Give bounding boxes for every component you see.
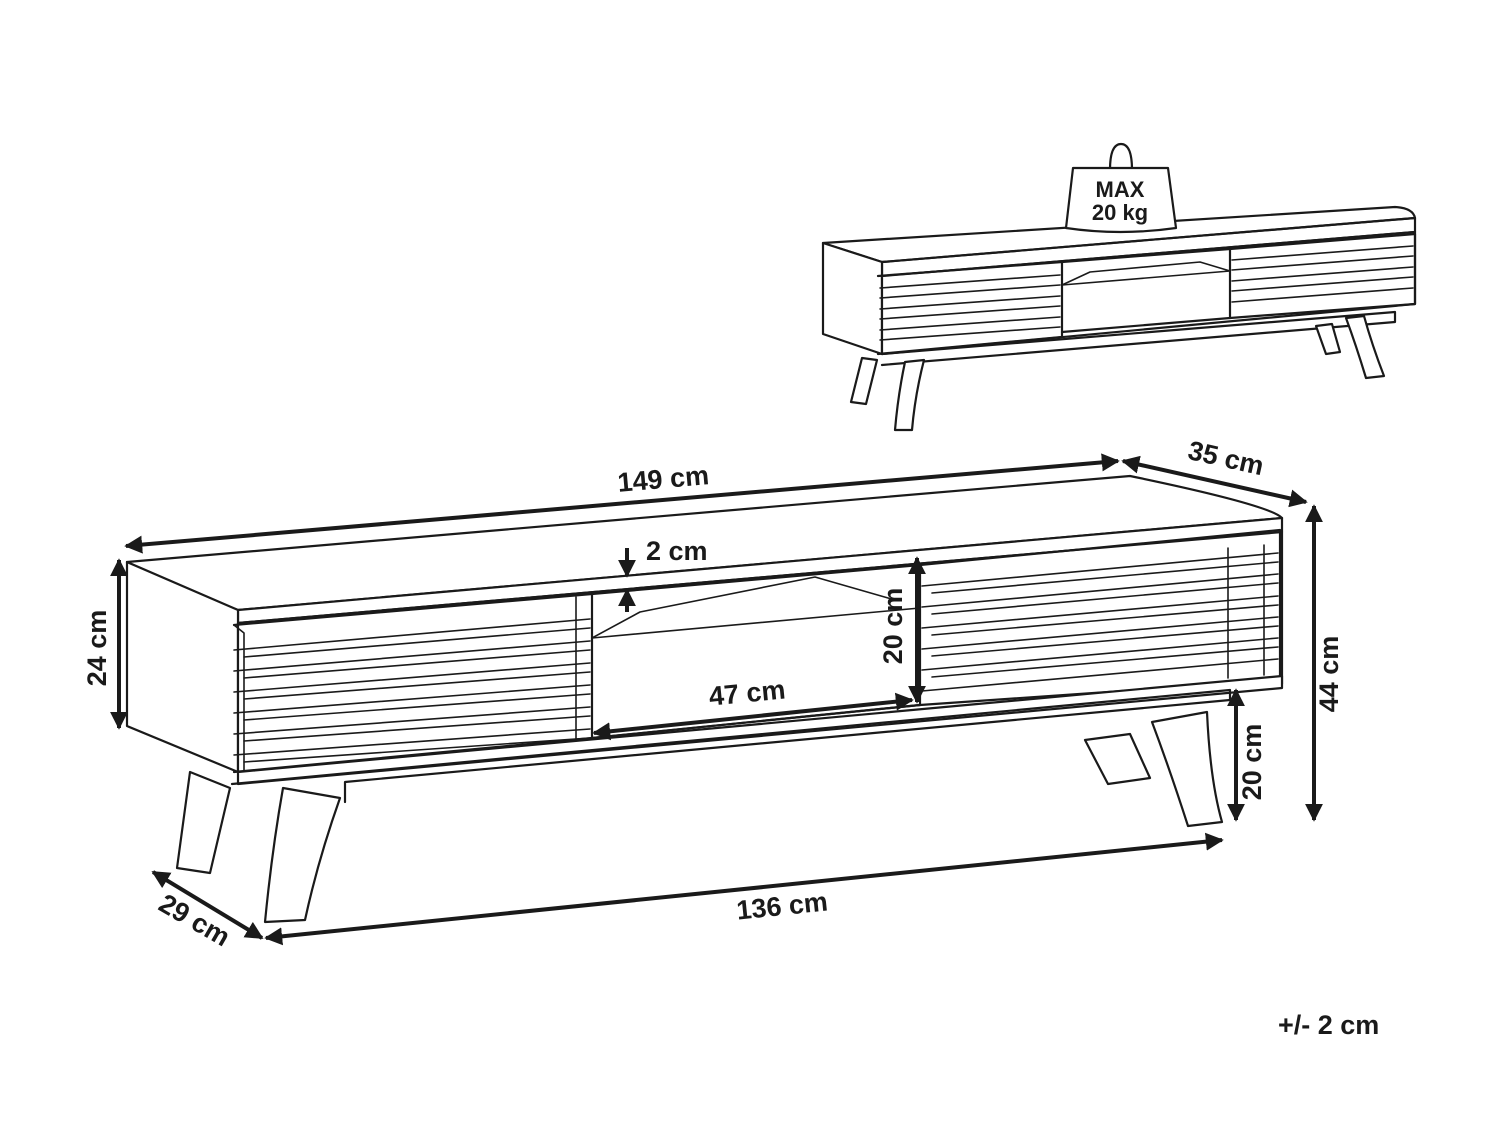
total-height-label: 44 cm: [1314, 636, 1344, 713]
tolerance-note: +/- 2 cm: [1278, 1010, 1380, 1040]
width-label: 149 cm: [616, 460, 710, 498]
left-slatted-door: [232, 592, 594, 774]
leg-height-label: 20 cm: [1237, 724, 1267, 801]
compartment-width-label: 47 cm: [708, 674, 787, 711]
thumb-left-door: [876, 260, 1064, 356]
thumb-right-door: [1228, 232, 1417, 320]
depth-label: 35 cm: [1185, 435, 1266, 481]
max-weight-label: MAX: [1096, 177, 1145, 202]
compartment-height-label: 20 cm: [878, 588, 908, 665]
max-weight-value: 20 kg: [1092, 200, 1148, 225]
shelf-thickness-label: 2 cm: [646, 536, 708, 566]
body-height-label: 24 cm: [82, 610, 112, 687]
thumbnail-view: MAX 20 kg: [821, 142, 1417, 432]
max-weight-icon: MAX 20 kg: [1064, 142, 1178, 234]
leg-width-label: 136 cm: [735, 886, 829, 925]
